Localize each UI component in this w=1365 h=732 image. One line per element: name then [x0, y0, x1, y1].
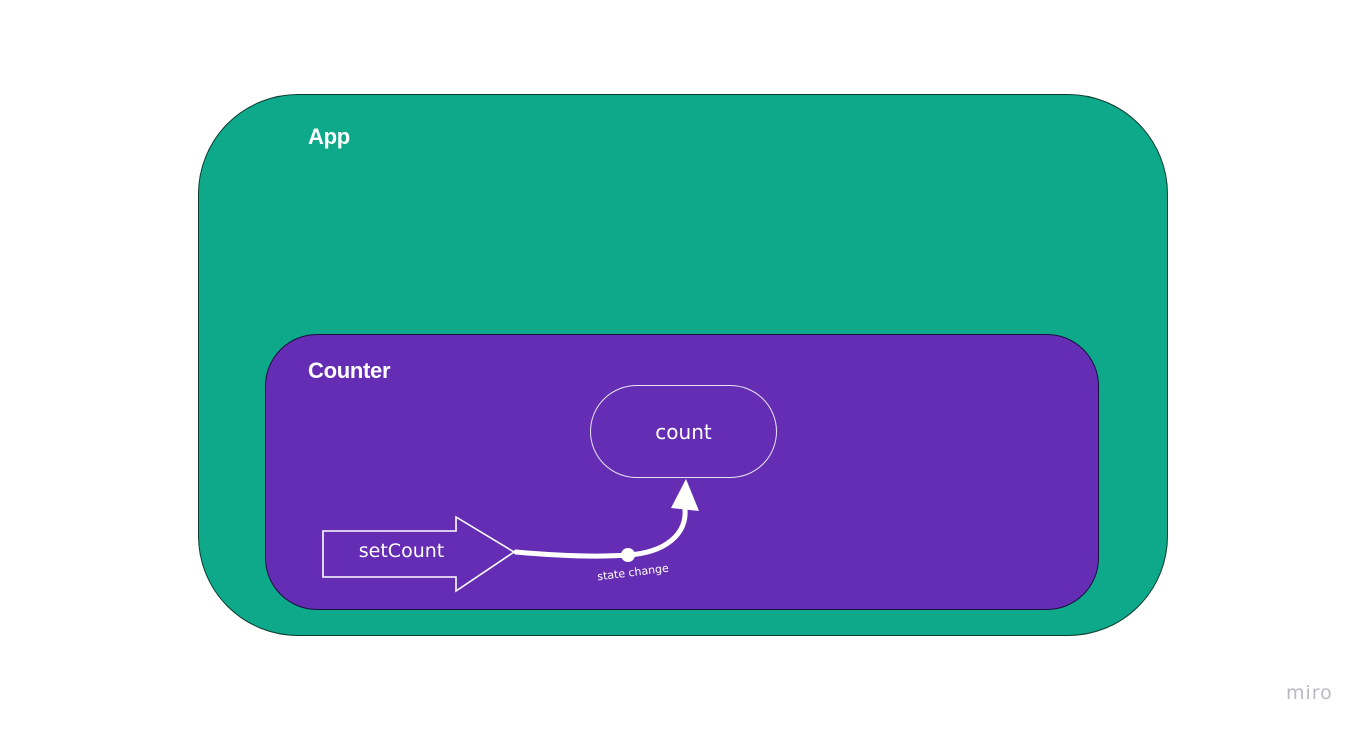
setcount-label: setCount: [358, 540, 445, 562]
count-state-label: count: [655, 419, 712, 444]
app-component-title: App: [308, 124, 350, 149]
miro-watermark: miro: [1286, 682, 1333, 704]
count-state-node: count: [590, 385, 777, 478]
counter-component-title: Counter: [308, 358, 391, 383]
